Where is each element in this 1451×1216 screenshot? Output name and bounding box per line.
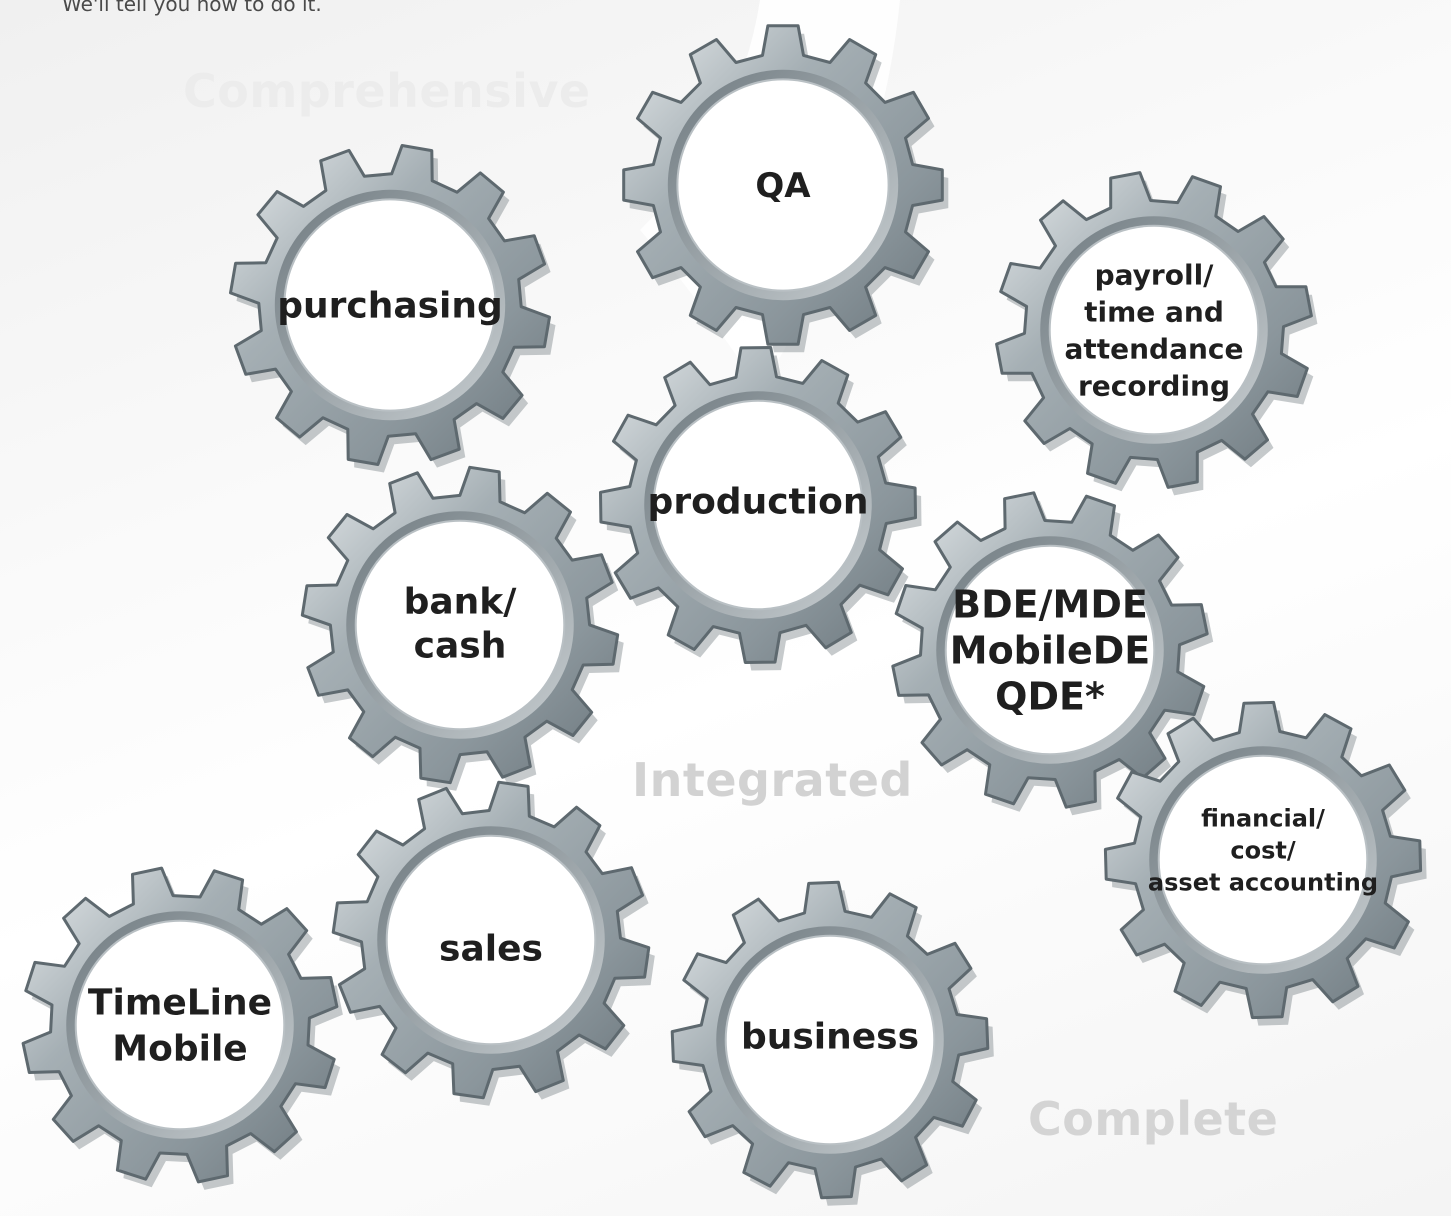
- gear-label-line: cost/: [1230, 836, 1295, 864]
- gear-label-line: attendance: [1064, 332, 1243, 365]
- gear-label-line: TimeLine: [88, 983, 272, 1024]
- gear-label-purchasing: purchasing: [277, 286, 503, 327]
- intro-text: We'll tell you how to do it.: [62, 0, 322, 16]
- gear-label-line: Mobile: [112, 1029, 247, 1070]
- gear-face: [676, 78, 890, 292]
- gear-label-business: business: [741, 1017, 919, 1058]
- gear-sales: sales: [331, 780, 655, 1106]
- gear-qa: QA: [622, 24, 949, 353]
- gear-label-line: financial/: [1201, 804, 1325, 832]
- gear-label-production: production: [648, 482, 869, 523]
- gear-face: [724, 934, 936, 1146]
- keyword-comprehensive: Comprehensive: [183, 64, 591, 118]
- gear-label-line: purchasing: [277, 286, 503, 327]
- gear-label-line: BDE/MDE: [952, 582, 1148, 626]
- gear-label-line: time and: [1084, 295, 1224, 328]
- gear-label-line: cash: [414, 626, 507, 667]
- keyword-integrated: Integrated: [632, 753, 913, 807]
- gear-label-line: sales: [439, 929, 543, 970]
- gear-bank-cash: bank/cash: [300, 465, 624, 791]
- gear-face: [1157, 754, 1369, 966]
- gear-label-line: asset accounting: [1148, 868, 1378, 896]
- gear-label-financial: financial/cost/asset accounting: [1148, 804, 1378, 896]
- gear-label-line: bank/: [404, 582, 518, 623]
- gear-face: [354, 519, 566, 731]
- gear-face: [1048, 224, 1260, 436]
- gear-label-line: recording: [1078, 369, 1230, 402]
- gear-label-payroll: payroll/time and attendance recording: [1064, 258, 1243, 402]
- gear-label-qa: QA: [755, 166, 811, 206]
- gear-label-line: MobileDE: [950, 628, 1150, 672]
- gear-face: [385, 834, 597, 1046]
- gear-label-line: QDE*: [995, 674, 1105, 718]
- gear-face: [652, 399, 864, 611]
- gear-label-line: production: [648, 482, 869, 523]
- gear-production: production: [599, 346, 922, 671]
- gear-purchasing: purchasing: [229, 144, 556, 473]
- gear-face: [74, 919, 286, 1131]
- gear-label-line: QA: [755, 166, 811, 206]
- gear-label-sales: sales: [439, 929, 543, 970]
- gear-face: [944, 544, 1156, 756]
- gear-face: [283, 198, 497, 412]
- keyword-complete: Complete: [1028, 1092, 1279, 1146]
- gear-business: business: [670, 880, 994, 1206]
- gear-label-line: payroll/: [1095, 258, 1215, 291]
- gear-label-bank-cash: bank/cash: [404, 582, 518, 667]
- gear-financial: financial/cost/asset accounting: [1103, 700, 1427, 1026]
- gear-label-line: business: [741, 1017, 919, 1058]
- gear-payroll: payroll/time and attendance recording: [995, 171, 1318, 496]
